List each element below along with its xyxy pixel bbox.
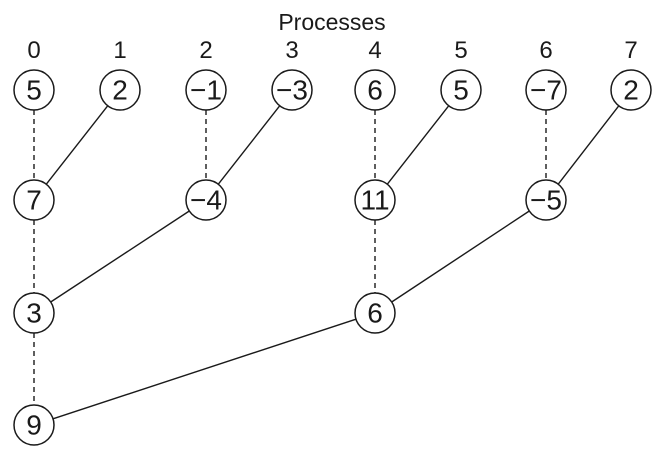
node-circle — [354, 292, 396, 334]
node-level0-p6: −7 — [525, 69, 567, 111]
node-level0-p1: 2 — [99, 69, 141, 111]
node-level1-p6: −5 — [525, 179, 567, 221]
node-circle — [610, 69, 652, 111]
node-value: 9 — [26, 410, 42, 441]
node-level2-p4: 6 — [354, 292, 396, 334]
node-value: 2 — [112, 75, 128, 106]
arrow-l0p1-l1p0 — [36, 105, 109, 195]
process-label-2: 2 — [199, 37, 212, 64]
node-level0-p2: −1 — [185, 69, 227, 111]
node-value: 11 — [360, 185, 389, 216]
process-label-0: 0 — [27, 37, 40, 64]
node-value: 6 — [367, 75, 383, 106]
process-label-5: 5 — [454, 37, 467, 64]
node-level1-p0: 7 — [13, 179, 55, 221]
node-circle — [99, 69, 141, 111]
node-circle — [440, 69, 482, 111]
arrow-l0p7-l1p6 — [548, 105, 620, 195]
node-circle — [13, 404, 55, 446]
node-circle — [185, 179, 227, 221]
node-value: 5 — [26, 75, 42, 106]
node-value: −4 — [190, 185, 222, 216]
node-level2-p0: 3 — [13, 292, 55, 334]
node-circle — [13, 179, 55, 221]
arrow-l2p4-l3p0 — [42, 318, 357, 428]
process-label-6: 6 — [539, 37, 552, 64]
node-value: 7 — [26, 185, 42, 216]
node-level0-p3: −3 — [271, 69, 313, 111]
node-level0-p0: 5 — [13, 69, 55, 111]
node-circle — [13, 292, 55, 334]
node-circle — [525, 179, 567, 221]
node-level0-p5: 5 — [440, 69, 482, 111]
arrow-l1p6-l2p4 — [380, 210, 530, 312]
arrow-l0p5-l1p4 — [377, 105, 450, 195]
node-level0-p4: 6 — [354, 69, 396, 111]
node-circle — [185, 69, 227, 111]
process-label-7: 7 — [624, 37, 637, 64]
node-value: −5 — [530, 185, 562, 216]
process-label-1: 1 — [113, 37, 126, 64]
node-circle — [354, 179, 396, 221]
arrow-l0p3-l1p2 — [208, 105, 281, 195]
node-value: −7 — [530, 75, 562, 106]
node-value: 6 — [367, 298, 383, 329]
process-label-3: 3 — [285, 37, 298, 64]
node-value: −1 — [190, 75, 222, 106]
node-value: −3 — [276, 75, 308, 106]
node-circle — [525, 69, 567, 111]
node-value: 3 — [26, 298, 42, 329]
node-level1-p2: −4 — [185, 179, 227, 221]
node-level0-p7: 2 — [610, 69, 652, 111]
node-circle — [271, 69, 313, 111]
arrow-l1p2-l2p0 — [39, 210, 190, 312]
node-value: 5 — [453, 75, 469, 106]
process-label-4: 4 — [368, 37, 381, 64]
node-level3-p0: 9 — [13, 404, 55, 446]
diagram-title: Processes — [278, 9, 385, 35]
node-circle — [13, 69, 55, 111]
node-circle — [354, 69, 396, 111]
node-value: 2 — [623, 75, 639, 106]
node-level1-p4: 11 — [354, 179, 396, 221]
